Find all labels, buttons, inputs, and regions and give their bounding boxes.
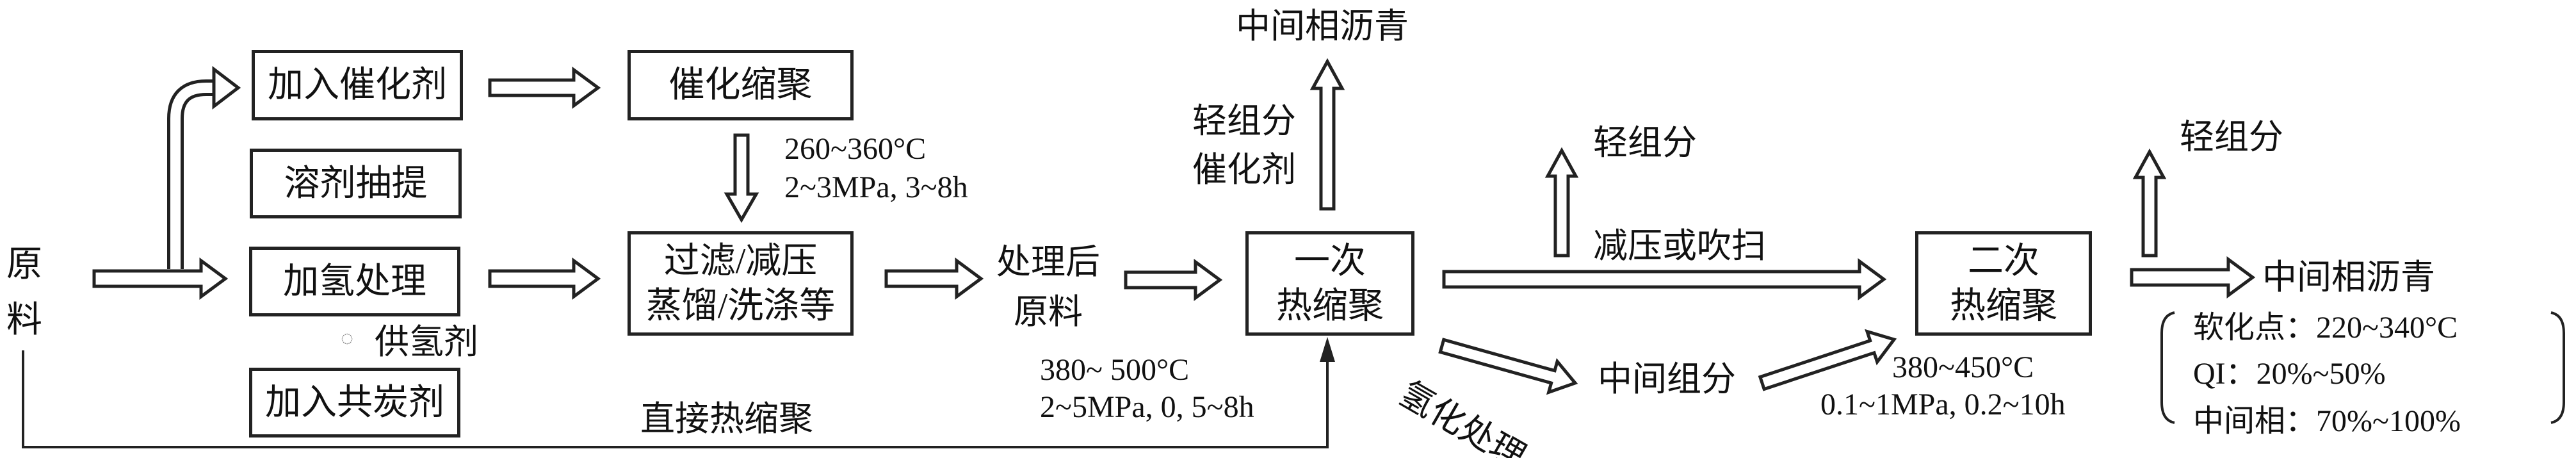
hydrotreating-box: 加氢处理 [249,247,460,316]
catalytic-polycondensation-label: 催化缩聚 [668,65,813,105]
direct-route-line [22,350,1329,448]
treated-feed-label: 处理后 原料 [996,237,1100,338]
arrow-treated-to-primary [1124,259,1223,301]
direct-polycondensation-label: 直接热缩聚 [640,400,813,438]
secondary-line2: 热缩聚 [1950,286,2057,326]
add-cocarbonizer-label: 加入共炭剂 [265,382,444,423]
property-mesophase: 中间相：70%~100% [2193,404,2461,438]
treated-feed-line1: 处理后 [996,243,1100,281]
arrow-vacuum-light-up [1544,147,1579,258]
arrow-raw-to-hydrotreating [92,258,229,300]
property-qi: QI：20%~50% [2193,357,2386,391]
primary-catalyst-label: 催化剂 [1192,151,1296,189]
secondary-polycondensation-box: 二次 热缩聚 [1915,231,2092,336]
arrow-hydrogenation [1438,338,1578,395]
curved-arrow-head [212,65,241,110]
arrow-polycondensation-down [724,133,759,224]
arrow-separation-to-treated [884,258,984,300]
primary-line2: 热缩聚 [1276,286,1384,326]
arrow-catalyst-to-polycondensation [488,67,601,109]
direct-route-arrowhead [1320,337,1335,362]
solvent-extraction-label: 溶剂抽提 [284,163,428,204]
primary-cond-temp: 380~ 500°C [1040,353,1190,387]
arrow-intermediate-to-secondary [1758,329,1897,391]
vacuum-label: 减压或吹扫 [1593,227,1766,265]
primary-product-label: 中间相沥青 [1236,7,1409,45]
separation-box: 过滤/减压 蒸馏/洗涤等 [628,231,854,336]
primary-light-fraction-label: 轻组分 [1192,102,1296,140]
secondary-light-fraction-label: 轻组分 [2180,118,2283,156]
add-cocarbonizer-box: 加入共炭剂 [249,368,460,438]
primary-polycondensation-box: 一次 热缩聚 [1245,231,1414,336]
arrow-secondary-light-up [2132,148,2167,258]
catalytic-cond-temp: 260~360°C [784,132,927,166]
separation-line1: 过滤/减压 [663,241,818,281]
separation-line2: 蒸馏/洗涤等 [645,286,836,326]
primary-line1: 一次 [1294,241,1366,281]
intermediate-fraction-label: 中间组分 [1598,360,1736,398]
arrow-primary-to-secondary [1442,258,1887,300]
hydrogen-donor-label: 供氢剂 [375,323,478,361]
secondary-cond-pressure-time: 0.1~1MPa, 0.2~10h [1820,388,2066,421]
primary-cond-pressure-time: 2~5MPa, 0, 5~8h [1040,390,1254,424]
raw-material-label: 原料 [6,245,42,340]
right-bracket [2550,311,2565,424]
final-product-label: 中间相沥青 [2262,258,2435,297]
left-bracket [2160,311,2175,424]
curved-arrow-outline [167,79,215,269]
catalytic-polycondensation-box: 催化缩聚 [628,50,854,120]
property-softening-point: 软化点：220~340°C [2193,311,2458,345]
catalytic-cond-pressure-time: 2~3MPa, 3~8h [784,170,968,204]
arrow-hydrotreating-to-separation [488,258,601,300]
vacuum-light-fraction-label: 轻组分 [1593,124,1697,162]
secondary-cond-temp: 380~450°C [1892,350,2034,384]
dotted-circle-icon: ◌ [341,327,354,350]
treated-feed-line2: 原料 [1014,293,1083,332]
add-catalyst-box: 加入催化剂 [252,50,463,120]
arrow-secondary-to-product [2130,256,2256,299]
hydrotreating-label: 加氢处理 [283,261,426,302]
arrow-primary-up [1309,58,1345,211]
curved-arrow-fill [170,83,218,271]
solvent-extraction-box: 溶剂抽提 [250,149,462,218]
add-catalyst-label: 加入催化剂 [268,65,447,105]
secondary-line1: 二次 [1968,241,2039,281]
